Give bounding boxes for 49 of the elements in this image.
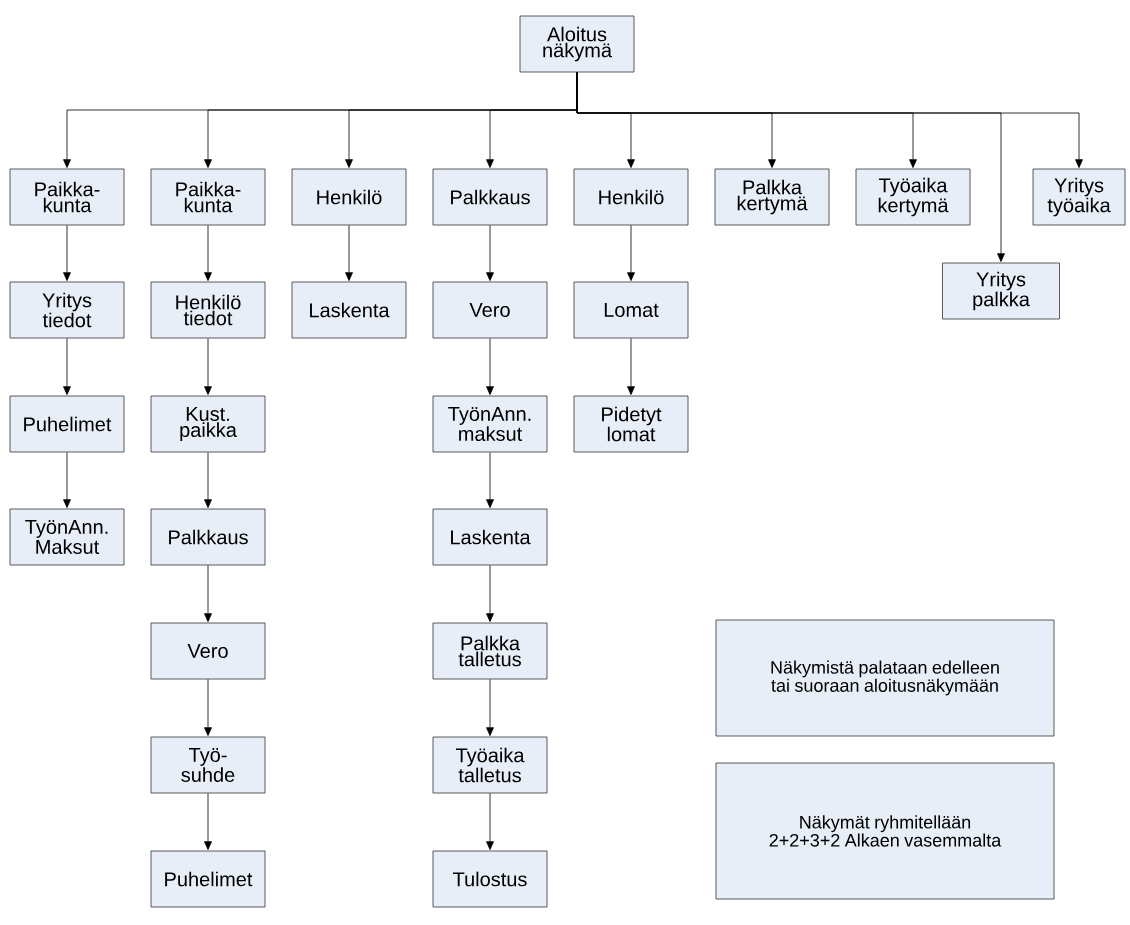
arrow xyxy=(63,338,71,395)
arrow xyxy=(63,452,71,508)
process-box: Vero xyxy=(432,281,548,339)
note-box: Näkymät ryhmitellään 2+2+3+2 Alkaen vasemmalta xyxy=(715,762,1055,900)
process-box: Kust. paikka xyxy=(150,395,266,453)
process-box: Palkkaus xyxy=(150,508,266,566)
arrow xyxy=(627,225,635,281)
process-box: Paikka- kunta xyxy=(150,168,266,226)
arrow xyxy=(63,225,71,281)
process-box: Aloitus näkymä xyxy=(519,15,635,73)
arrow xyxy=(576,72,1083,168)
process-box: Laskenta xyxy=(432,508,548,566)
arrow xyxy=(204,565,212,622)
arrow xyxy=(204,793,212,850)
arrow xyxy=(204,452,212,508)
process-box: TyönAnn. Maksut xyxy=(9,508,125,566)
arrow xyxy=(486,452,494,508)
process-box: Vero xyxy=(150,622,266,680)
process-box: Palkka kertymä xyxy=(714,168,830,226)
process-box: Puhelimet xyxy=(150,850,266,908)
process-box: Tulostus xyxy=(432,850,548,908)
process-box: Yritys työaika xyxy=(1032,168,1126,226)
arrow xyxy=(345,225,353,281)
process-box: Laskenta xyxy=(291,281,407,339)
arrow xyxy=(627,338,635,395)
process-box: Työaika kertymä xyxy=(855,168,971,226)
process-box: Henkilö tiedot xyxy=(150,281,266,339)
process-box: Yritys tiedot xyxy=(9,281,125,339)
process-box: Työaika talletus xyxy=(432,736,548,794)
process-box: Palkka talletus xyxy=(432,622,548,680)
arrow xyxy=(204,679,212,736)
arrow xyxy=(486,793,494,850)
arrow xyxy=(204,225,212,281)
process-box: TyönAnn. maksut xyxy=(432,395,548,453)
process-box: Palkkaus xyxy=(432,168,548,226)
arrow xyxy=(486,679,494,736)
note-box: Näkymistä palataan edelleen tai suoraan aloitusnäkymään xyxy=(715,619,1055,737)
process-box: Lomat xyxy=(573,281,689,339)
process-box: Paikka- kunta xyxy=(9,168,125,226)
process-box: Henkilö xyxy=(291,168,407,226)
arrow xyxy=(486,565,494,622)
process-box: Työ- suhde xyxy=(150,736,266,794)
process-box: Henkilö xyxy=(573,168,689,226)
arrow xyxy=(486,225,494,281)
arrow xyxy=(486,338,494,395)
process-box: Pidetyt lomat xyxy=(573,395,689,453)
process-box: Puhelimet xyxy=(9,395,125,453)
arrow xyxy=(204,338,212,395)
process-box: Yritys palkka xyxy=(942,262,1060,320)
